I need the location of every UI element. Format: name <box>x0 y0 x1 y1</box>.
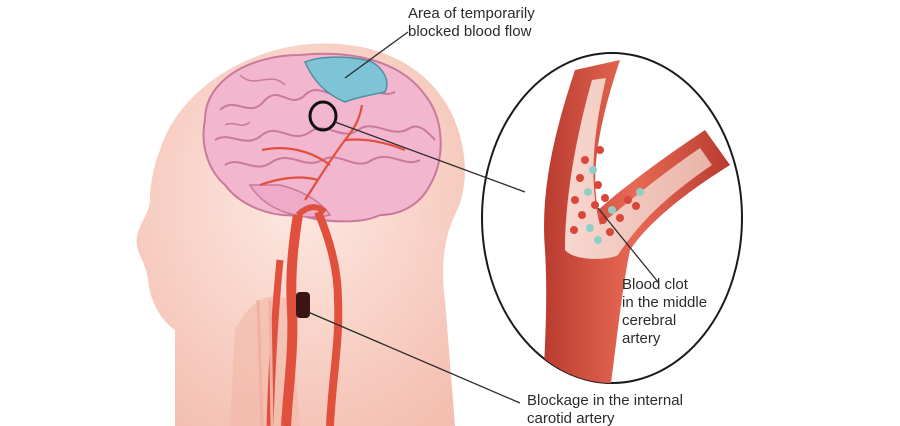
blocked-area-label: Area of temporarily blocked blood flow <box>408 5 535 40</box>
blood-clot <box>570 146 644 244</box>
neck-shadow <box>230 296 300 426</box>
pointer-lines <box>307 31 659 404</box>
magnified-vessel <box>540 60 730 383</box>
ischemic-area <box>304 56 388 103</box>
brain <box>202 52 442 223</box>
carotid-blockage <box>296 292 310 318</box>
blood-clot-label: Blood clot in the middle cerebral artery <box>622 276 708 347</box>
carotid-blockage-label: Blockage in the internal carotid artery <box>527 392 683 426</box>
clot-site-marker <box>308 100 338 132</box>
